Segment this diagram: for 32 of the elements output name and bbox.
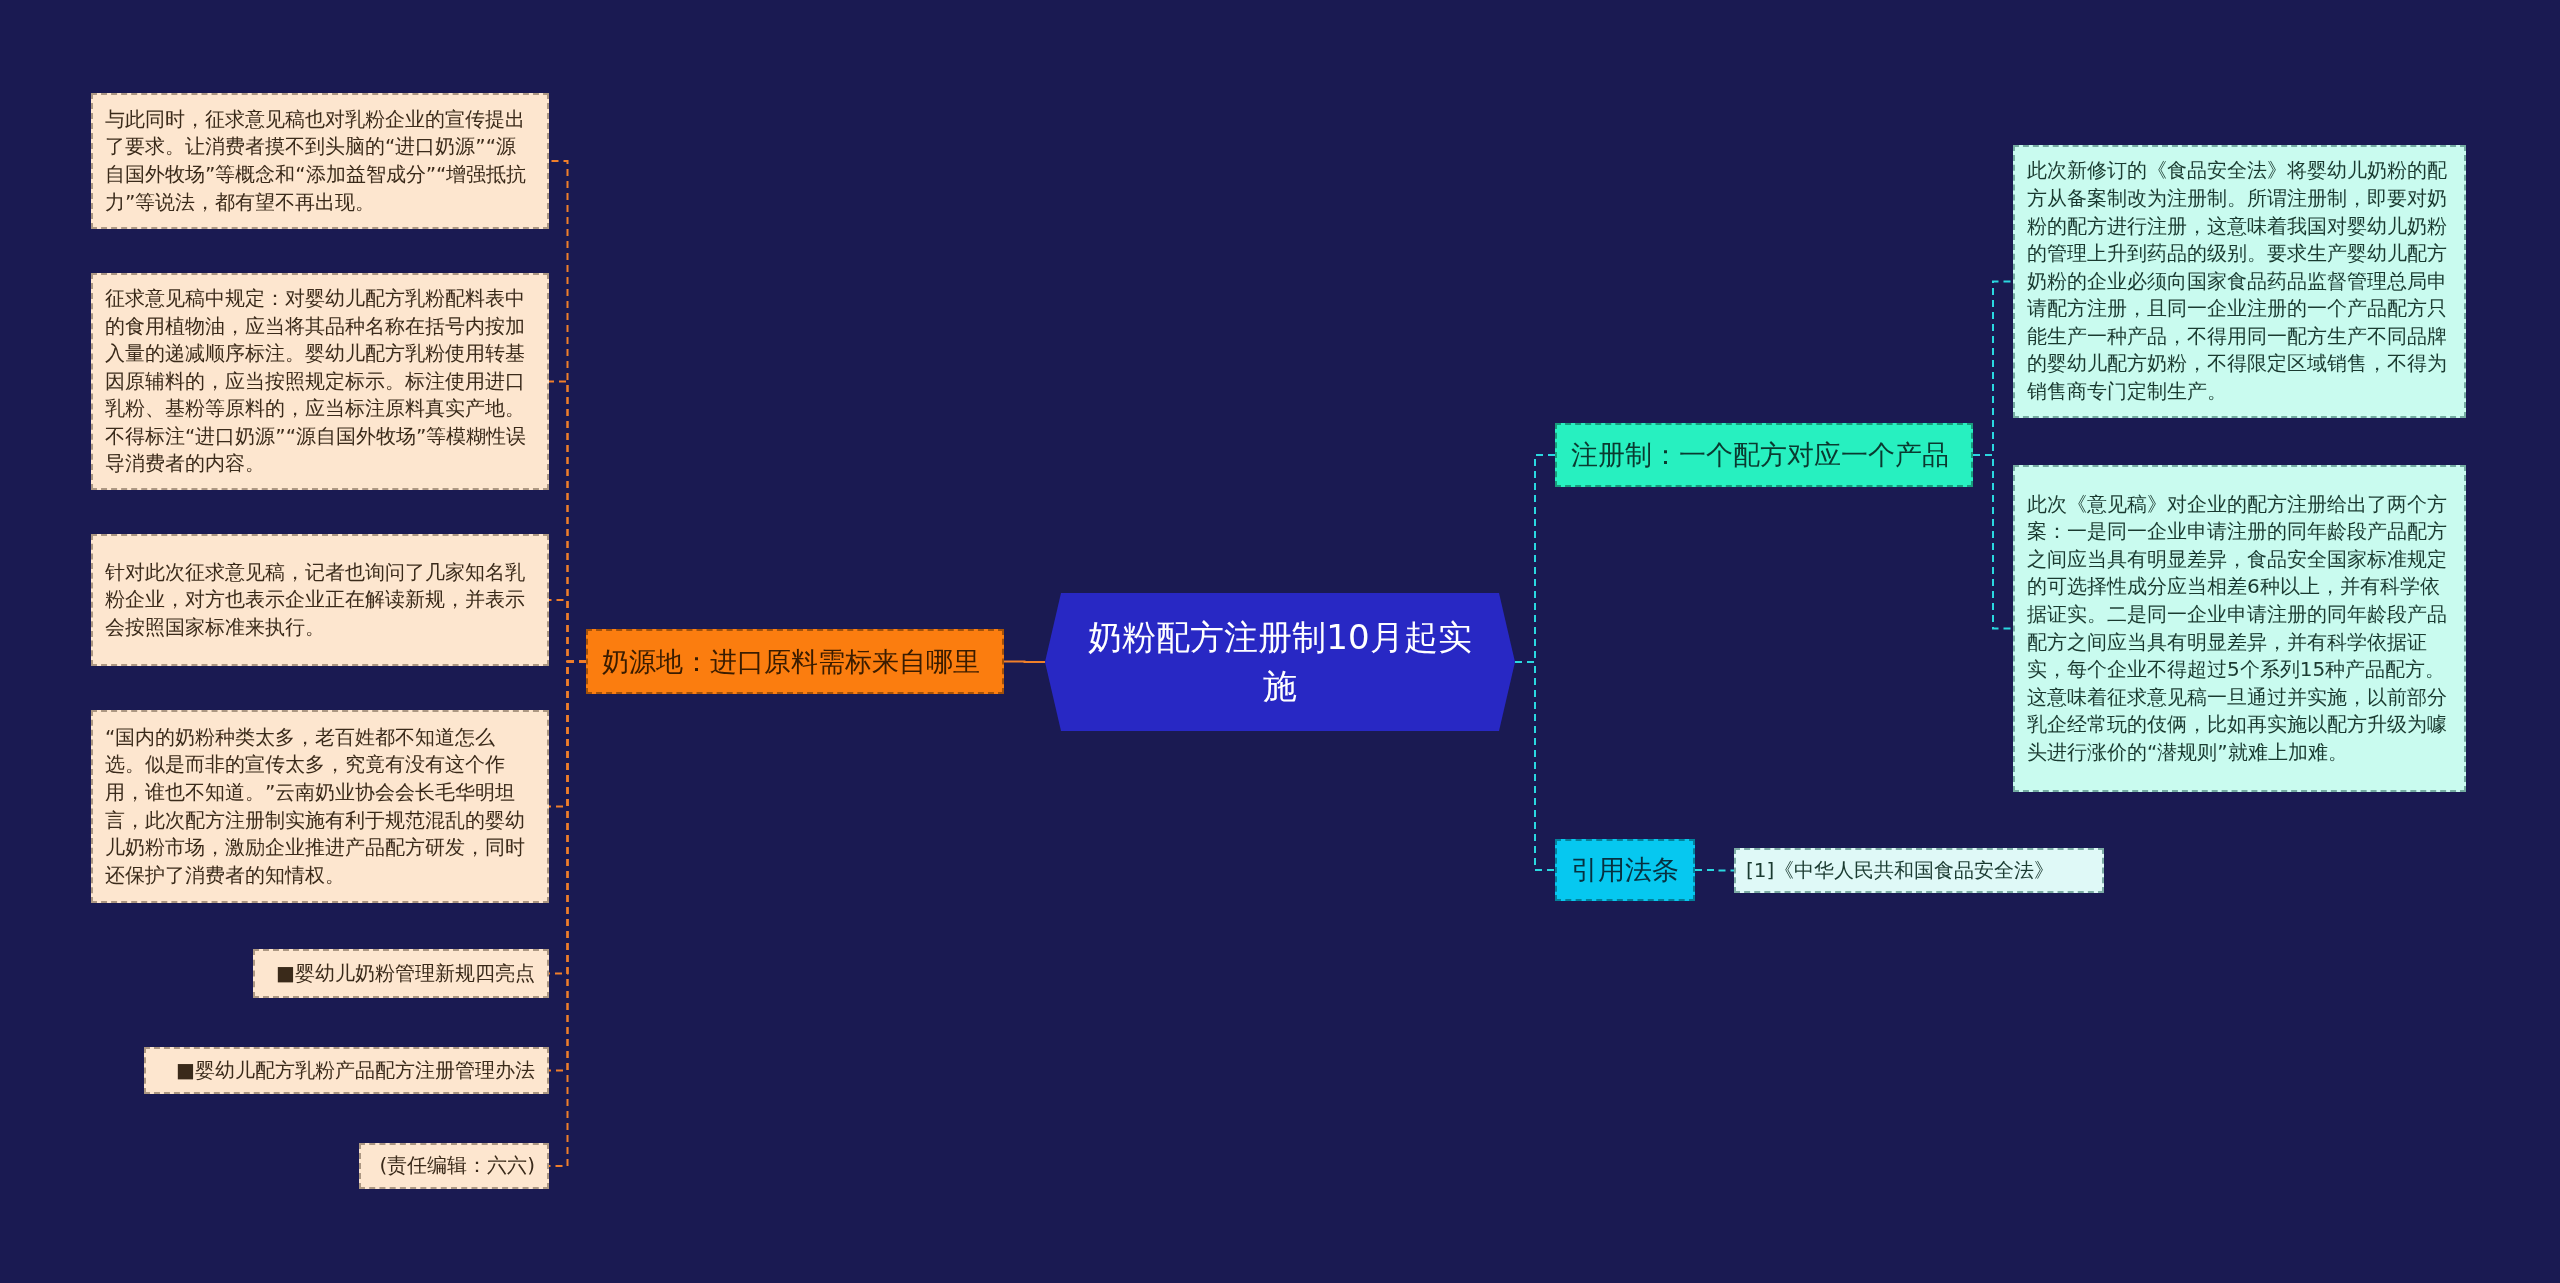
topic-title: 奶粉配方注册制10月起实施 bbox=[1087, 615, 1473, 708]
note-text: 征求意见稿中规定：对婴幼儿配方乳粉配料表中的食用植物油，应当将其品种名称在括号内按加入量的递减顺序标注。婴幼儿配方乳粉使用转基因原辅料的，应当按照规定标示。标注使用进口乳粉、基粉等原料的，应当标注原料真实产地。不得标注“进口奶源”“源自国外牧场”等模糊性误导消费者的内容。 bbox=[105, 284, 528, 478]
connector-line bbox=[1514, 661, 1556, 871]
note-card bbox=[253, 949, 549, 998]
branch-label: 奶源地：进口原料需标来自哪里 bbox=[602, 644, 980, 679]
note-text: 此次《意见稿》对企业的配方注册给出了两个方案：一是同一企业申请注册的同年龄段产品配方之间应当具有明显差异，食品安全国家标准规定的可选择性成分应当相差6种以上，并有科学依据证实。二是同一企业申请注册的同年龄段产品配方之间应当具有明显差异，并有科学依据证实，每个企业不得超过5个系列15种产品配方。这意味着征求意见稿一旦通过并实施，以前部分乳企经常玩的伎俩，比如再实施以配方升级为噱头进行涨价的“潜规则”就难上加难。 bbox=[2027, 490, 2448, 766]
note-text: 与此同时，征求意见稿也对乳粉企业的宣传提出了要求。让消费者摸不到头脑的“进口奶源”“源自国外牧场”等概念和“添加益智成分”“增强抵抗力”等说法，都有望不再出现。 bbox=[105, 105, 528, 216]
branch-box bbox=[1555, 423, 1973, 487]
branch-label: 引用法条 bbox=[1571, 853, 1679, 887]
note-card bbox=[91, 273, 549, 490]
note-card bbox=[91, 710, 549, 903]
note-card bbox=[2013, 145, 2466, 418]
branch-label: 注册制：一个配方对应一个产品 bbox=[1571, 438, 1949, 472]
note-card bbox=[144, 1047, 549, 1094]
citation-card bbox=[1734, 848, 2104, 893]
note-card bbox=[91, 93, 549, 229]
connector-line bbox=[1003, 660, 1046, 663]
note-card bbox=[359, 1143, 549, 1189]
note-text: ■婴幼儿配方乳粉产品配方注册管理办法 bbox=[176, 1056, 535, 1084]
note-text: 此次新修订的《食品安全法》将婴幼儿奶粉的配方从备案制改为注册制。所谓注册制，即要对奶粉的配方进行注册，这意味着我国对婴幼儿奶粉的管理上升到药品的级别。要求生产婴幼儿配方奶粉的企业必须向国家食品药品监督管理总局申请配方注册，且同一企业注册的一个产品配方只能生产一种产品，不得用同一配方生产不同品牌的婴幼儿配方奶粉，不得限定区域销售，不得为销售商专门定制生产。 bbox=[2027, 157, 2448, 406]
note-text: 针对此次征求意见稿，记者也询问了几家知名乳粉企业，对方也表示企业正在解读新规，并表示会按照国家标准来执行。 bbox=[105, 558, 526, 641]
note-card bbox=[91, 534, 549, 666]
connector-line bbox=[1694, 869, 1735, 872]
note-text: “国内的奶粉种类太多，老百姓都不知道怎么选。似是而非的宣传太多，究竟有没有这个作用，谁也不知道。”云南奶业协会会长毛华明坦言，此次配方注册制实施有利于规范混乱的婴幼儿奶粉市场，激励企业推进产品配方研发，同时还保护了消费者的知情权。 bbox=[105, 723, 526, 889]
note-text: (责任编辑：六六) bbox=[379, 1152, 535, 1180]
connector-line bbox=[1972, 454, 2014, 630]
citation-text: [1]《中华人民共和国食品安全法》 bbox=[1746, 856, 2055, 884]
branch-box bbox=[1555, 839, 1695, 901]
branch-box bbox=[586, 629, 1004, 694]
note-text: ■婴幼儿奶粉管理新规四亮点 bbox=[276, 959, 535, 987]
note-card bbox=[2013, 465, 2466, 792]
central-topic-hexagon bbox=[1045, 593, 1515, 731]
